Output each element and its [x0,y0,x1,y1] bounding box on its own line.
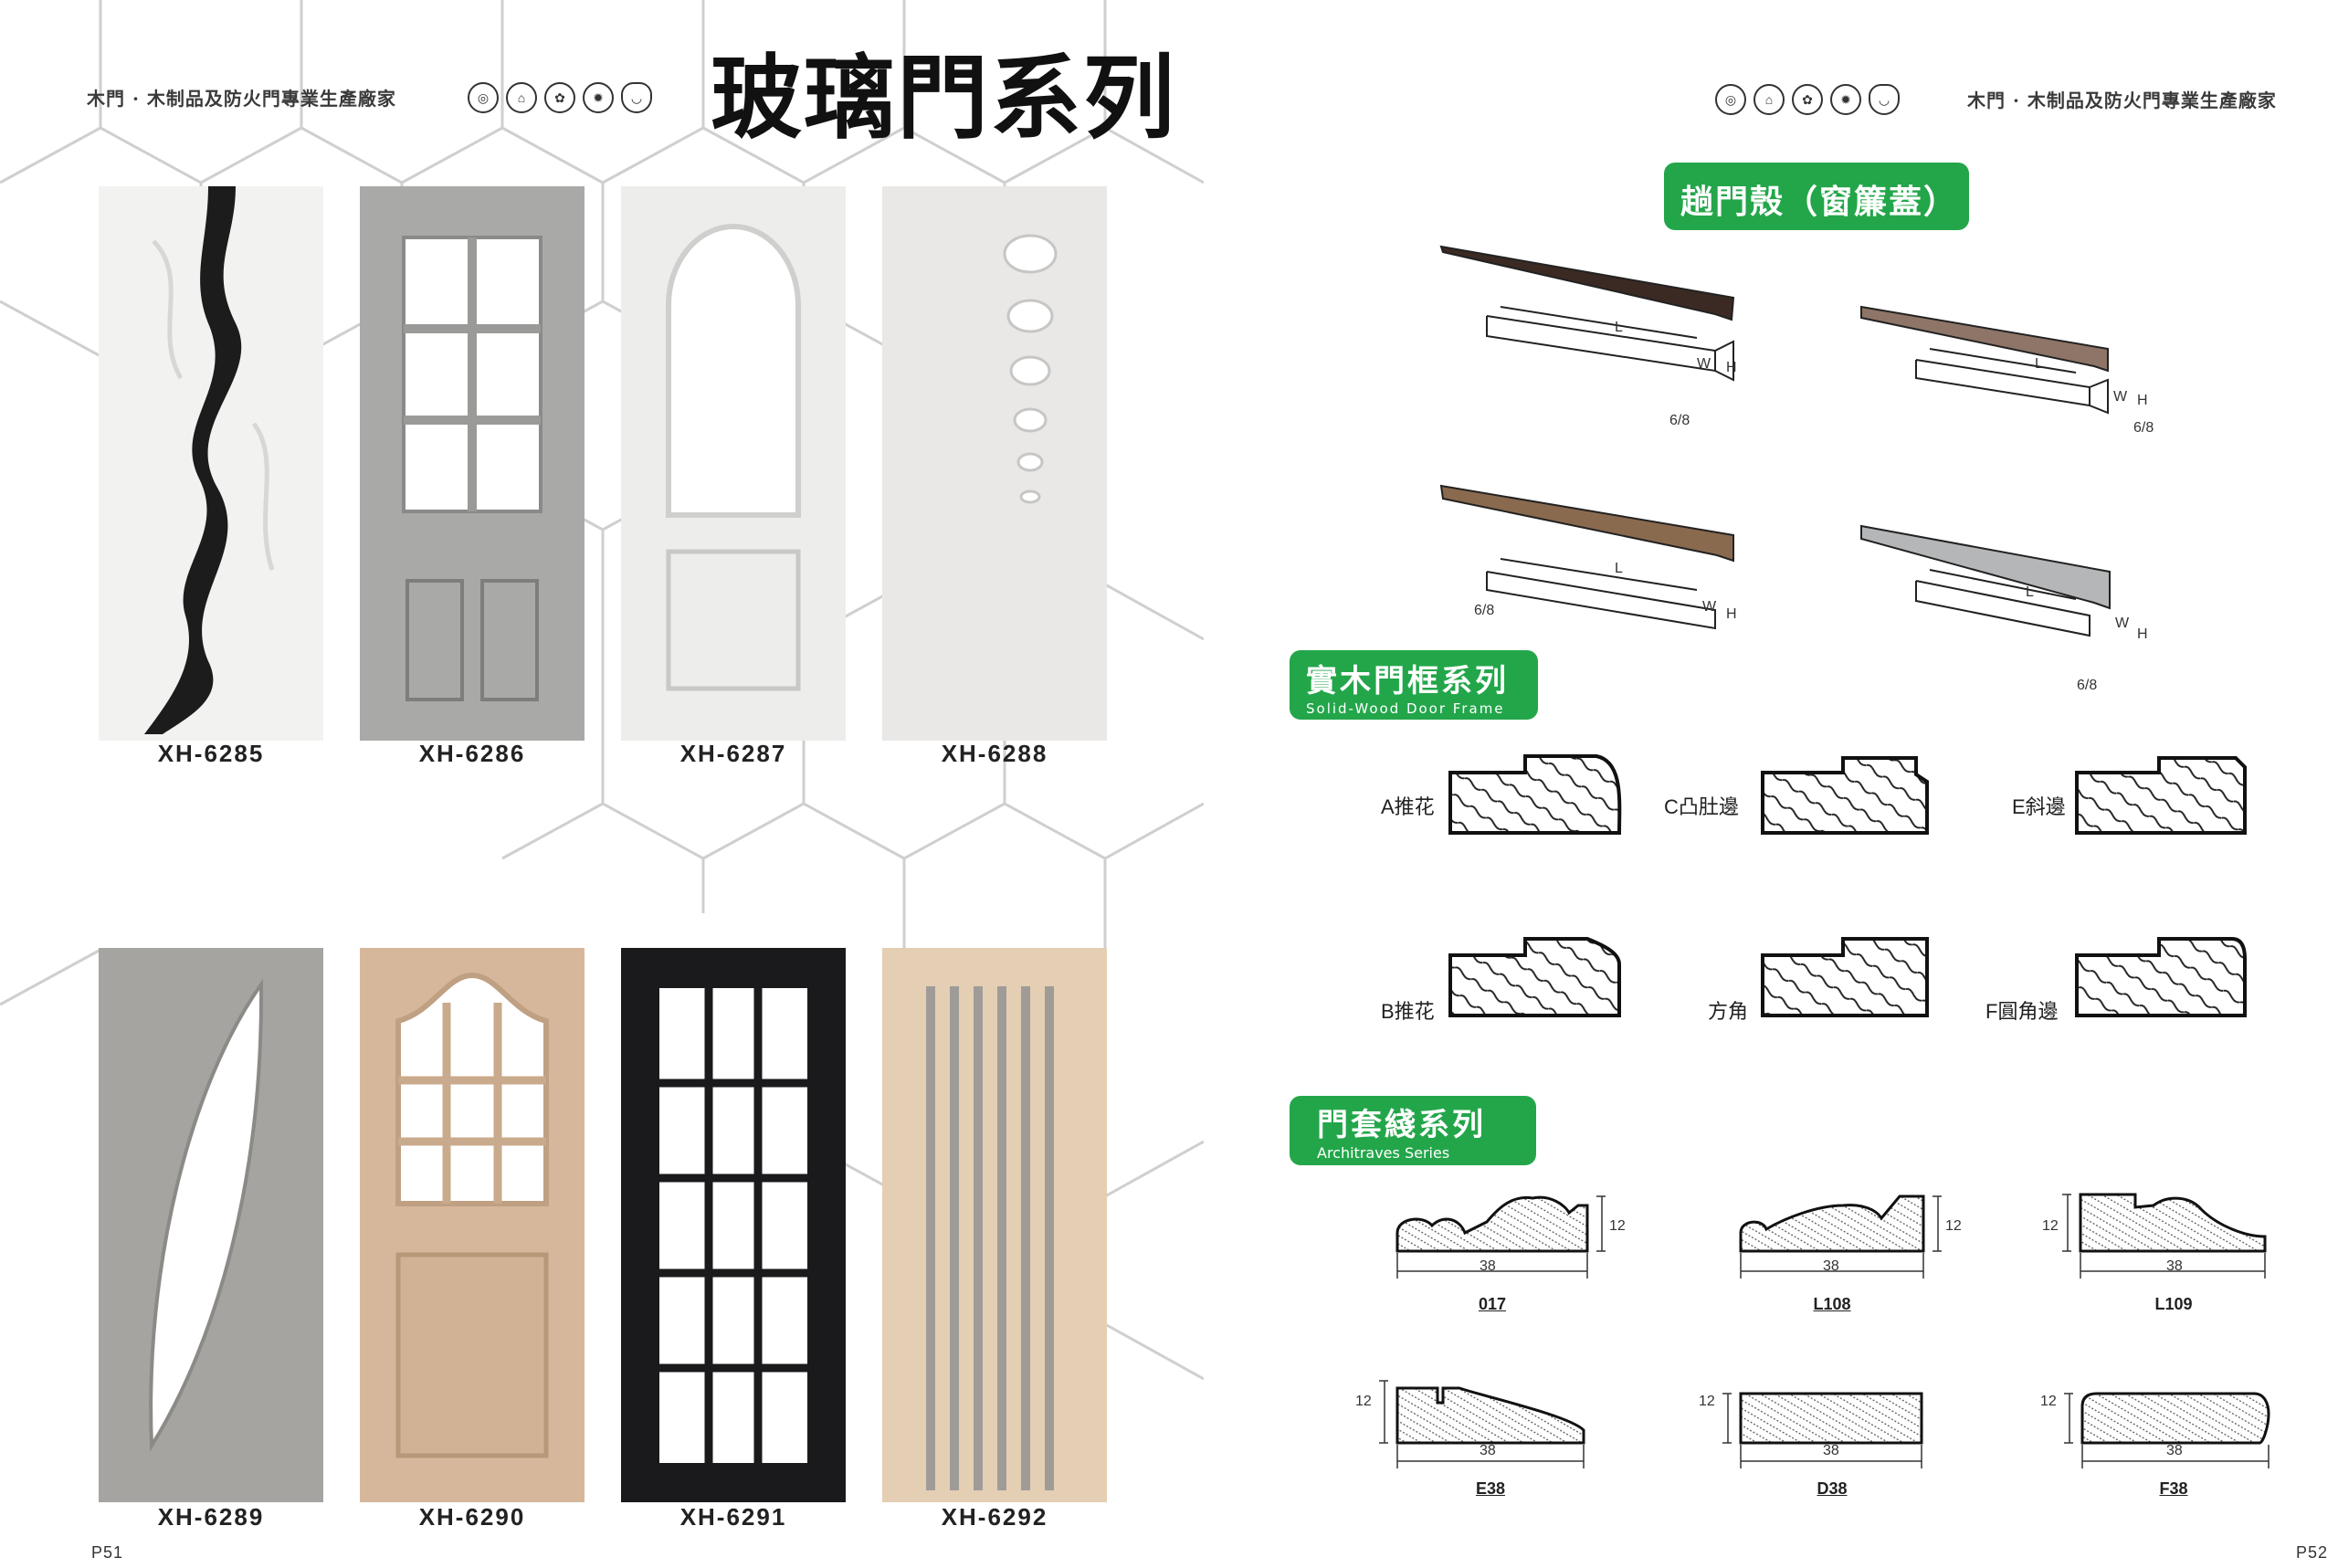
right-page: ◎ ⌂ ✿ ✹ ◡ 木門 · 木制品及防火門專業生產廠家 趟門殼（窗簾蓋） [1204,0,2338,1568]
cert-shield-icon: ◡ [621,82,652,113]
dim-label-l: L [1615,561,1623,576]
curtain-box-illustrations [1439,245,2111,637]
door-code: XH-6288 [941,740,1048,767]
frame-profile-label: 方角 [1708,1000,1749,1023]
company-tagline: 木門 · 木制品及防火門專業生產廠家 [87,88,396,110]
section-title: 實木門框系列 [1306,663,1509,700]
arch-height: 12 [1699,1394,1715,1409]
arch-height: 12 [1945,1218,1962,1234]
arch-width: 38 [2166,1258,2183,1274]
door-image-2 [360,186,584,741]
dim-label-thickness: 6/8 [1669,413,1690,428]
cert-circle-icon: ◎ [1715,84,1746,115]
arch-code: E38 [1475,1479,1506,1498]
frame-profile-label: F圓角邊 [1985,1000,2059,1023]
section-subtitle: Architraves Series [1317,1144,1450,1162]
dim-label-h: H [2137,393,2148,408]
section-title-curtain-box: 趟門殼（窗簾蓋） [1664,163,1969,230]
left-page: 木門 · 木制品及防火門專業生產廠家 ◎ ⌂ ✿ ✹ ◡ 玻璃門系列 XH-62… [0,0,1204,1562]
dim-label-l: L [2026,584,2034,600]
arch-width: 38 [1480,1258,1496,1274]
cert-shield-icon: ◡ [1869,84,1900,115]
arch-width: 38 [1823,1443,1839,1458]
frame-profile-label: A推花 [1381,795,1435,818]
frame-profile-label: C凸肚邊 [1664,795,1739,818]
door-code: XH-6292 [941,1503,1048,1531]
arch-width: 38 [1823,1258,1839,1274]
page-number: P51 [91,1543,124,1562]
dim-label-l: L [2035,356,2043,372]
cert-circle-icon: ◎ [468,82,499,113]
door-image-8 [882,948,1107,1502]
arch-width: 38 [1480,1443,1496,1458]
dim-label-thickness: 6/8 [1474,603,1495,618]
dim-label-w: W [2113,389,2128,405]
door-image-5 [99,948,323,1502]
certification-icons: ◎ ⌂ ✿ ✹ ◡ [1715,84,1900,115]
section-subtitle: Solid-Wood Door Frame [1306,700,1505,717]
section-title-door-frame: 實木門框系列 Solid-Wood Door Frame [1290,650,1538,720]
door-code: XH-6289 [157,1503,265,1531]
arch-code: L109 [2154,1295,2193,1313]
dim-label-w: W [2115,616,2130,631]
arch-code: F38 [2159,1479,2188,1498]
arch-width: 38 [2166,1443,2183,1458]
door-code: XH-6290 [418,1503,526,1531]
page-number: P52 [2296,1543,2329,1562]
door-image-1 [99,186,323,741]
frame-profile-label: B推花 [1381,1000,1435,1023]
cert-house-icon: ⌂ [506,82,537,113]
arch-height: 12 [1609,1218,1626,1234]
cert-leaf-icon: ✿ [1792,84,1823,115]
page-title: 玻璃門系列 [711,45,1176,152]
arch-height: 12 [2042,1218,2059,1234]
dim-label-w: W [1702,599,1717,615]
dim-label-h: H [2137,626,2148,642]
dim-label-h: H [1726,360,1737,375]
door-image-4 [882,186,1107,741]
cert-house-icon: ⌂ [1754,84,1785,115]
section-title: 趟門殼（窗簾蓋） [1680,184,1959,221]
dim-label-l: L [1615,320,1623,335]
door-image-3 [621,186,846,741]
dim-label-thickness: 6/8 [2077,678,2098,693]
dim-label-thickness: 6/8 [2133,420,2154,436]
certification-icons: ◎ ⌂ ✿ ✹ ◡ [468,82,652,113]
dim-label-h: H [1726,606,1737,622]
frame-profile-drawings [1448,754,2247,1017]
dim-label-w: W [1697,356,1711,372]
door-image-7 [621,948,846,1502]
cert-leaf-icon: ✿ [544,82,575,113]
architrave-profile-drawings [1379,1193,2270,1468]
arch-code: L108 [1813,1295,1851,1313]
section-title: 門套綫系列 [1317,1107,1486,1143]
cert-sun-icon: ✹ [583,82,614,113]
door-code: XH-6287 [679,740,787,767]
door-code: XH-6285 [157,740,265,767]
section-title-architraves: 門套綫系列 Architraves Series [1290,1096,1536,1165]
door-code: XH-6286 [418,740,526,767]
arch-height: 12 [1355,1394,1372,1409]
arch-code: D38 [1817,1479,1848,1498]
frame-profile-label: E斜邊 [2012,795,2066,818]
door-code: XH-6291 [679,1503,787,1531]
arch-height: 12 [2040,1394,2057,1409]
cert-sun-icon: ✹ [1830,84,1861,115]
door-image-6 [360,948,584,1502]
company-tagline: 木門 · 木制品及防火門專業生產廠家 [1967,89,2277,111]
arch-code: 017 [1478,1295,1507,1313]
